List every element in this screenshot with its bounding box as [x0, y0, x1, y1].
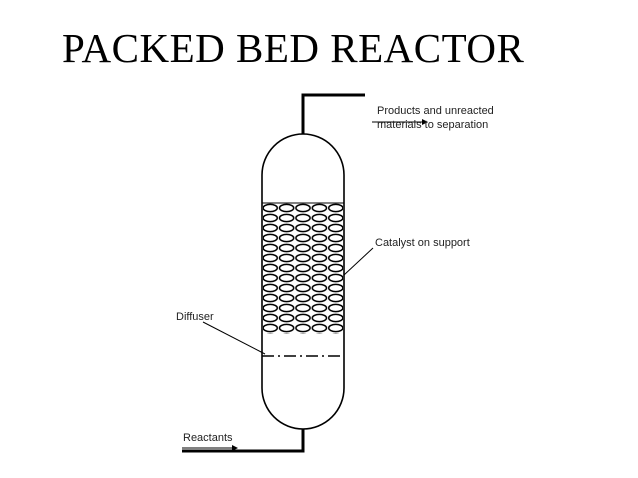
outlet-pipe [301, 93, 365, 135]
outlet-arrowhead [422, 119, 428, 125]
inlet-arrowhead [232, 445, 238, 451]
products-label: Products and unreacted materials to sepa… [377, 104, 494, 132]
catalyst-label: Catalyst on support [375, 237, 470, 249]
inlet-pipe [182, 428, 305, 453]
slide-title: PACKED BED REACTOR [62, 25, 525, 71]
diffuser-leader [202, 321, 266, 355]
diffuser-label: Diffuser [176, 311, 214, 323]
products-label-line-1: Products and unreacted [377, 105, 494, 117]
catalyst-bed [263, 203, 343, 334]
products-label-line-2: materials to separation [377, 119, 489, 131]
catalyst-leader [343, 247, 374, 276]
reactants-label: Reactants [183, 432, 233, 444]
